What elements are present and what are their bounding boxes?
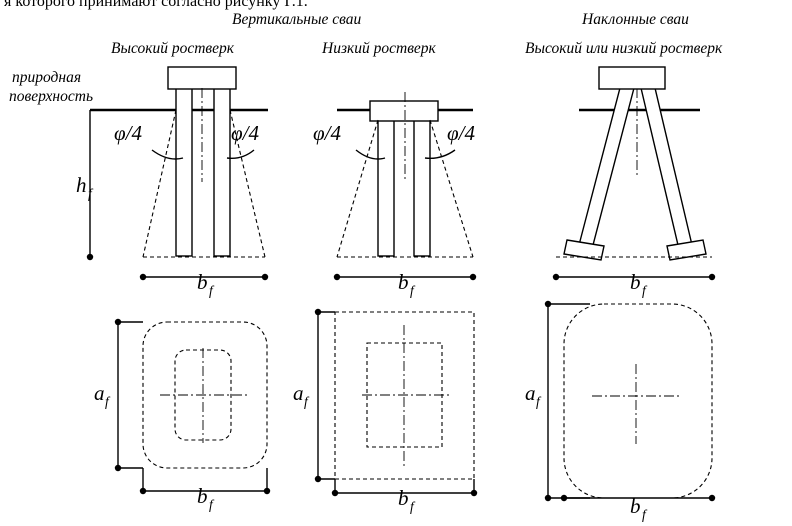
header-high-or-low-grillage: Высокий или низкий ростверк <box>525 40 723 57</box>
dimension-dot <box>86 253 94 261</box>
width-label: b f <box>197 484 215 512</box>
width-label: b f <box>197 270 215 298</box>
length-label-main: a <box>293 381 304 405</box>
influence-boundary <box>336 119 379 258</box>
dimension-dot <box>314 308 322 316</box>
width-label-sub: f <box>642 507 648 522</box>
angle-arc <box>424 149 456 160</box>
pile-tip <box>666 239 707 261</box>
inclined-pile <box>640 87 693 246</box>
angle-label: φ/4 <box>313 121 341 145</box>
width-label-main: b <box>630 270 641 294</box>
dimension-dot <box>263 487 271 495</box>
dimension-dot <box>331 489 339 497</box>
pile <box>175 87 193 257</box>
width-label-sub: f <box>209 283 215 298</box>
depth-label-sub: f <box>88 186 94 201</box>
length-label-sub: f <box>105 394 111 409</box>
width-label-sub: f <box>209 497 215 512</box>
dimension-dot <box>139 273 147 281</box>
width-label-sub: f <box>410 283 416 298</box>
influence-area-outline <box>142 321 268 469</box>
header-low-grillage: Низкий ростверк <box>321 40 437 57</box>
angle-label: φ/4 <box>231 121 259 145</box>
dimension-dot <box>544 494 552 502</box>
width-label: b f <box>398 270 416 298</box>
inclined-pile <box>578 87 635 246</box>
angle-label: φ/4 <box>447 121 475 145</box>
ground-surface-label-line2: поверхность <box>9 88 93 105</box>
influence-area-outline <box>563 303 713 499</box>
header-vertical-piles: Вертикальные сваи <box>232 11 361 28</box>
dimension-dot <box>261 273 269 281</box>
angle-label: φ/4 <box>114 121 142 145</box>
pile <box>413 119 431 257</box>
width-label-sub: f <box>642 283 648 298</box>
elevation-high-grillage: φ/4 φ/4 h f b f <box>76 66 269 298</box>
dimension-dot <box>560 494 568 502</box>
length-label-main: a <box>94 381 105 405</box>
plan-high-grillage: a f b f <box>94 318 271 512</box>
plan-inclined-piles: a f b f <box>525 300 716 522</box>
dimension-dot <box>470 489 478 497</box>
elevation-inclined-piles: b f <box>552 66 716 298</box>
dimension-dot <box>469 273 477 281</box>
ground-surface-label-line1: природная <box>12 69 81 86</box>
plan-low-grillage: a f b f <box>293 308 478 514</box>
length-label: a f <box>293 381 310 409</box>
influence-boundary <box>429 119 474 258</box>
dimension-dot <box>114 318 122 326</box>
dimension-dot <box>708 494 716 502</box>
length-label-sub: f <box>536 394 542 409</box>
pile-cap <box>369 100 439 122</box>
header-high-grillage: Высокий ростверк <box>111 40 235 57</box>
pile-cap <box>167 66 237 90</box>
angle-arc <box>151 149 184 160</box>
width-label: b f <box>630 270 648 298</box>
pile <box>377 119 395 257</box>
dimension-dot <box>139 487 147 495</box>
length-label: a f <box>94 381 111 409</box>
width-label-main: b <box>398 270 409 294</box>
width-label: b f <box>398 486 416 514</box>
width-label-main: b <box>197 270 208 294</box>
dimension-dot <box>333 273 341 281</box>
pile-tip <box>563 239 605 261</box>
elevation-low-grillage: φ/4 φ/4 b f <box>313 92 477 298</box>
dimension-dot <box>708 273 716 281</box>
width-label: b f <box>630 494 648 522</box>
length-label-main: a <box>525 381 536 405</box>
angle-arc <box>355 149 386 160</box>
length-label: a f <box>525 381 542 409</box>
dimension-dot <box>544 300 552 308</box>
width-label-main: b <box>197 484 208 508</box>
angle-arc <box>226 149 255 160</box>
depth-label: h f <box>76 173 94 201</box>
pile <box>213 87 231 257</box>
depth-label-main: h <box>76 173 87 197</box>
dimension-dot <box>552 273 560 281</box>
width-label-main: b <box>630 494 641 518</box>
header-inclined-piles: Наклонные сваи <box>581 11 689 28</box>
dimension-dot <box>314 475 322 483</box>
top-text-fragment: я которого принимают согласно рисунку Г.… <box>4 0 308 10</box>
width-label-main: b <box>398 486 409 510</box>
length-label-sub: f <box>304 394 310 409</box>
dimension-dot <box>114 464 122 472</box>
influence-area-outline <box>334 311 475 480</box>
pile-cap <box>598 66 666 90</box>
influence-boundary <box>142 109 177 258</box>
width-label-sub: f <box>410 499 416 514</box>
